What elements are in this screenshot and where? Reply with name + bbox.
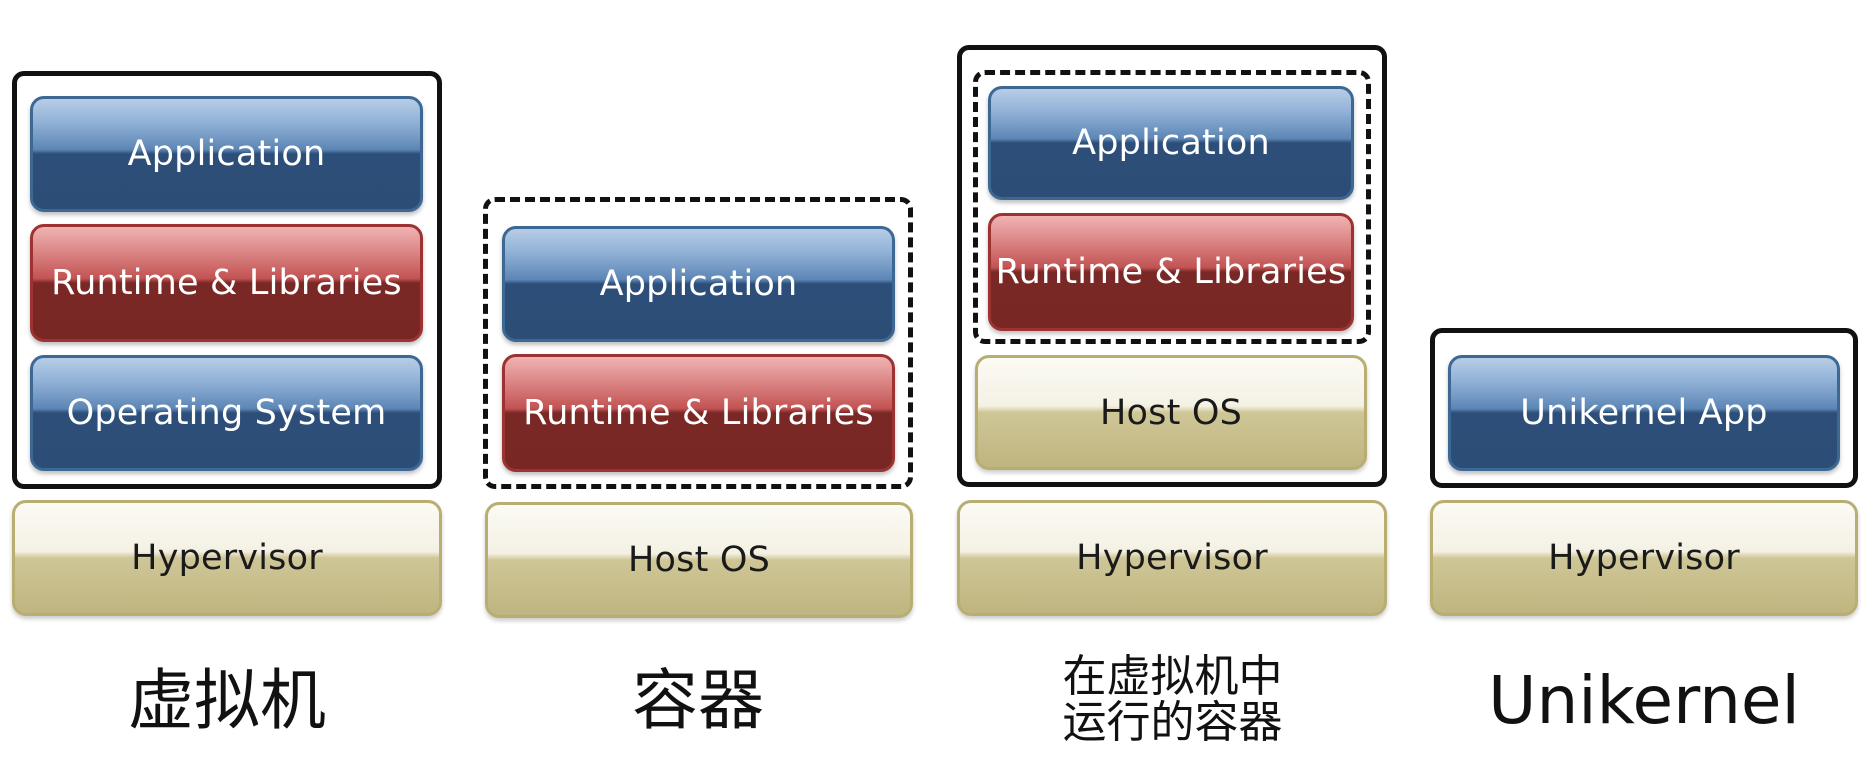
container-in-vm-host-os-label: Host OS (1100, 392, 1242, 433)
vm-boundary (12, 71, 442, 489)
vm-application-label: Application (127, 134, 326, 174)
container-application-label: Application (599, 264, 798, 304)
vm-caption: 虚拟机 (128, 662, 326, 739)
container-in-vm-application-label: Application (1072, 123, 1270, 163)
container-boundary (483, 197, 913, 489)
container-in-vm-host-os-layer: Host OS (975, 355, 1367, 470)
vm-hypervisor-label: Hypervisor (131, 538, 323, 578)
container-in-vm-hypervisor-label: Hypervisor (1076, 538, 1268, 578)
container-in-vm-container-boundary (973, 70, 1371, 344)
container-in-vm-runtime-label: Runtime & Libraries (995, 252, 1347, 292)
container-in-vm-vm-boundary (957, 45, 1387, 487)
vm-application-layer: Application (30, 96, 423, 212)
vm-runtime-layer: Runtime & Libraries (30, 224, 423, 342)
vm-runtime-label: Runtime & Libraries (51, 263, 402, 303)
container-in-vm-runtime-layer: Runtime & Libraries (988, 213, 1354, 331)
unikernel-hypervisor-layer: Hypervisor (1430, 500, 1858, 616)
vm-hypervisor-layer: Hypervisor (12, 500, 442, 616)
container-in-vm-caption-line1: 在虚拟机中 (1062, 651, 1283, 702)
container-in-vm-caption-line2: 运行的容器 (1062, 697, 1283, 748)
container-in-vm-application-layer: Application (988, 86, 1354, 200)
unikernel-caption: Unikernel (1488, 662, 1800, 739)
unikernel-app-label: Unikernel App (1520, 393, 1768, 433)
container-application-layer: Application (502, 226, 895, 342)
container-host-os-layer: Host OS (485, 502, 913, 618)
unikernel-app-layer: Unikernel App (1448, 355, 1840, 471)
vm-os-label: Operating System (66, 393, 387, 433)
vm-os-layer: Operating System (30, 355, 423, 471)
container-runtime-layer: Runtime & Libraries (502, 354, 895, 472)
container-in-vm-hypervisor-layer: Hypervisor (957, 500, 1387, 616)
unikernel-boundary (1430, 328, 1858, 488)
unikernel-hypervisor-label: Hypervisor (1548, 538, 1740, 578)
container-host-os-label: Host OS (628, 540, 770, 580)
container-runtime-label: Runtime & Libraries (523, 393, 874, 433)
container-caption: 容器 (632, 662, 764, 739)
